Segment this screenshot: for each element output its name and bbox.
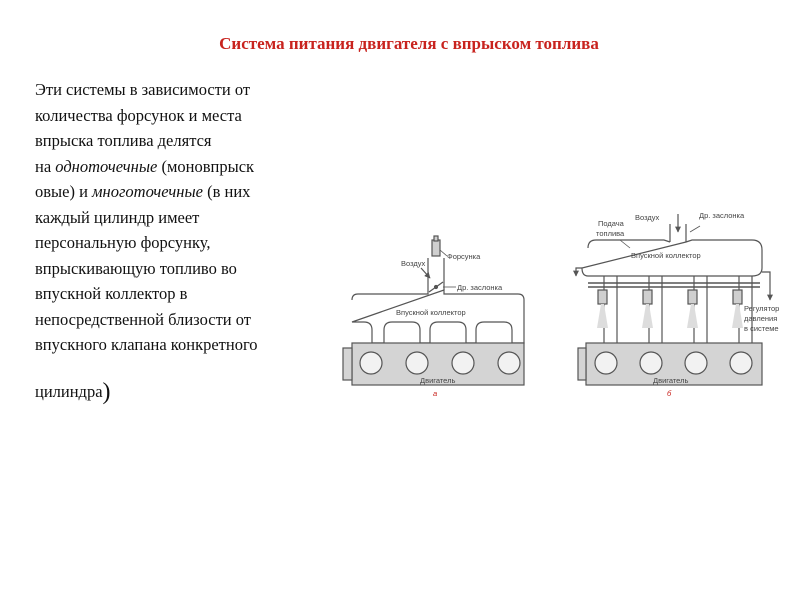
label-air-a: Воздух (401, 259, 425, 268)
text-line: впрыска топлива делятся (35, 131, 212, 150)
spray-icons (597, 304, 743, 328)
injector-icon (597, 289, 608, 305)
text-line: впускной коллектор в (35, 284, 188, 303)
caption-b: б (667, 389, 672, 398)
cylinder (359, 351, 383, 375)
label-engine-a: Двигатель (420, 376, 455, 385)
manifold-outline (581, 239, 763, 277)
text-line: непосредственной близости от (35, 309, 251, 329)
label-regulator-2: давления (744, 314, 777, 323)
label-throttle-a: Др. заслонка (457, 283, 503, 292)
label-manifold-a: Впускной коллектор (396, 308, 466, 317)
text-line: каждый цилиндр имеет (35, 207, 200, 227)
text-line: на одноточечные (моновпрыск (35, 156, 255, 176)
cylinder (729, 351, 753, 375)
text-line: впрыскивающую топливо во (35, 258, 237, 278)
diagram-multi-point (573, 214, 773, 386)
label-throttle-b: Др. заслонка (699, 211, 745, 220)
label-regulator-1: Регулятор (744, 304, 779, 313)
text-line: цилиндра) (35, 379, 111, 405)
cylinder (639, 351, 663, 375)
label-manifold-b: Впускной коллектор (631, 251, 701, 260)
label-fuel-supply-1: Подача (598, 219, 625, 228)
injector-icon (687, 289, 698, 305)
label-injector-a: Форсунка (447, 252, 481, 261)
diagram-single-point (342, 235, 525, 386)
injector-icon (431, 239, 441, 257)
cylinder (451, 351, 475, 375)
text-line: овые) и многоточечные (в них (35, 182, 251, 201)
label-regulator-3: в системе (744, 324, 779, 333)
cylinder (594, 351, 618, 375)
caption-a: а (433, 389, 437, 398)
slide-title: Система питания двигателя с впрыском топ… (219, 34, 599, 53)
cylinder (684, 351, 708, 375)
label-air-b: Воздух (635, 213, 659, 222)
term-single-point: одноточечные (55, 156, 158, 176)
text-line: количества форсунок и места (35, 105, 242, 125)
cylinder (405, 351, 429, 375)
manifold-outline (351, 289, 525, 344)
text-line: персональную форсунку, (35, 233, 211, 252)
injector-icon (642, 289, 653, 305)
term-multi-point: многоточечные (92, 182, 203, 201)
label-engine-b: Двигатель (653, 376, 688, 385)
injector-icon (732, 289, 743, 305)
air-arrow-icon (420, 267, 431, 279)
cylinder (497, 351, 521, 375)
text-line: Эти системы в зависимости от (35, 80, 251, 99)
text-line: впускного клапана конкретного (35, 335, 258, 354)
label-fuel-supply-2: топлива (596, 229, 625, 238)
